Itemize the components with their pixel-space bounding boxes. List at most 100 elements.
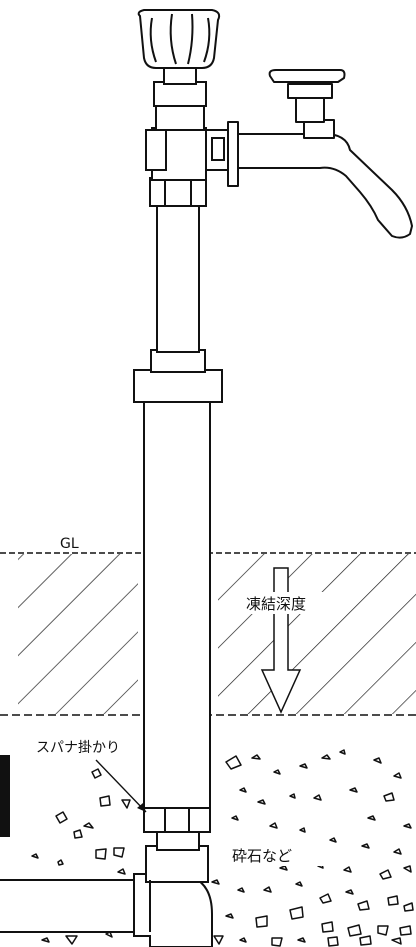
stone-fragment — [297, 937, 306, 943]
stone-fragment — [403, 902, 414, 912]
stone-fragment — [403, 823, 412, 829]
faucet-stem — [295, 95, 325, 123]
elbow-riser-socket — [145, 845, 209, 883]
stone-fragment — [113, 847, 125, 858]
stone-fragment — [65, 935, 78, 945]
stone-fragment — [399, 925, 412, 936]
upper-collar — [133, 369, 223, 403]
stone-fragment — [91, 768, 102, 779]
stone-fragment — [73, 829, 83, 839]
stone-fragment — [225, 755, 242, 770]
stone-fragment — [347, 924, 362, 937]
outlet-nut — [211, 137, 225, 161]
stone-fragment — [327, 936, 339, 947]
stone-fragment — [387, 895, 399, 906]
stone-fragment — [273, 769, 281, 775]
frost-depth-arrow — [260, 567, 302, 714]
stone-fragment — [211, 879, 220, 885]
soil-hatch-area — [18, 554, 416, 714]
valve-neck — [155, 103, 205, 131]
stone-fragment — [255, 915, 268, 928]
stone-fragment — [391, 937, 402, 945]
collar-top-ring — [150, 349, 206, 373]
stone-fragment — [373, 757, 382, 764]
stone-fragment — [357, 900, 370, 911]
stone-fragment — [95, 848, 107, 860]
stone-fragment — [239, 787, 247, 793]
stone-fragment — [269, 822, 278, 829]
stone-fragment — [117, 868, 126, 875]
faucet-stem-ring — [287, 83, 333, 99]
stone-fragment — [231, 815, 239, 821]
frost-depth-label-bg — [244, 592, 324, 614]
edge-marker-bar — [0, 755, 10, 837]
soil-hatch-left — [18, 554, 138, 714]
stone-fragment — [263, 886, 272, 893]
stone-fragment — [343, 866, 352, 873]
stone-fragment — [295, 881, 303, 887]
hex-coupling — [149, 177, 207, 207]
top-handle-knob — [137, 9, 221, 69]
stone-fragment — [393, 772, 402, 779]
stone-fragment — [237, 887, 245, 893]
stone-fragment — [121, 799, 131, 809]
stone-fragment — [279, 865, 288, 871]
wrench-grip-label: スパナ掛かり — [36, 740, 120, 756]
faucet-body — [237, 132, 413, 239]
stone-fragment — [55, 811, 68, 824]
stone-fragment — [319, 893, 332, 904]
stone-fragment — [321, 921, 334, 933]
standpipe — [156, 203, 200, 353]
stone-fragment — [239, 937, 247, 943]
stone-fragment — [349, 787, 358, 793]
stone-fragment — [359, 935, 372, 946]
frost-depth-label: 凍結深度 — [246, 595, 306, 613]
valve-assembly — [145, 65, 229, 207]
stone-fragment — [83, 822, 94, 829]
stone-fragment — [299, 763, 308, 769]
stone-fragment — [377, 925, 389, 936]
stone-fragment — [225, 913, 234, 919]
stone-fragment — [31, 853, 39, 859]
crushed-stone-label: 砕石など — [232, 847, 292, 865]
stone-fragment — [99, 795, 111, 807]
stone-fragment — [367, 815, 376, 821]
stone-fragment — [251, 754, 261, 760]
stone-fragment — [339, 749, 346, 755]
valve-side-block — [145, 129, 167, 171]
stone-fragment — [41, 937, 50, 943]
soil-hatch-right — [218, 554, 416, 714]
stone-fragment — [271, 937, 283, 947]
stone-fragment — [361, 843, 370, 849]
stone-fragment — [299, 827, 306, 833]
supply-pipe-horizontal — [0, 879, 151, 933]
faucet-flange — [227, 121, 239, 187]
crushed-stone-label-bg — [230, 844, 324, 866]
stone-fragment — [393, 848, 402, 855]
main-body-cylinder — [133, 349, 223, 809]
stone-fragment — [403, 865, 412, 873]
ground-level-label: GL — [60, 536, 79, 552]
stone-fragment — [379, 869, 392, 880]
stone-fragment — [57, 859, 64, 866]
stone-fragment — [345, 889, 354, 895]
elbow-joint — [133, 873, 213, 947]
stone-fragment — [289, 906, 304, 920]
faucet-spigot — [227, 69, 413, 239]
stone-fragment — [383, 792, 395, 802]
crushed-stone-fill — [31, 749, 414, 947]
valve-neck-ring — [153, 81, 207, 107]
stone-fragment — [313, 794, 322, 801]
faucet-handle-icon — [268, 69, 346, 83]
supply-pipe-elbow — [0, 845, 213, 947]
stone-fragment — [321, 754, 331, 760]
wrench-flats-nut — [143, 805, 211, 833]
wrench-grip-arrowhead — [137, 803, 146, 812]
stone-fragment — [257, 799, 266, 805]
stone-fragment — [329, 837, 337, 843]
stone-fragment — [289, 793, 296, 799]
main-body-tube — [143, 399, 211, 809]
wrench-grip-leader — [95, 759, 147, 813]
stone-fragment — [213, 935, 224, 945]
